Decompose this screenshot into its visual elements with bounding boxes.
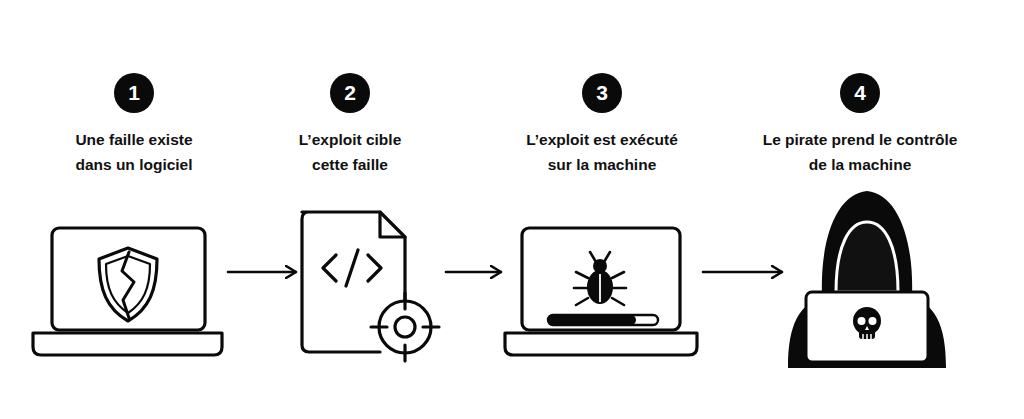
skull-jaw — [859, 326, 875, 339]
laptop-screen — [522, 228, 680, 330]
step-caption: Une faille existe dans un logiciel — [59, 127, 209, 177]
step-heading: 3L’exploit est exécuté sur la machine — [515, 73, 690, 177]
target-crosshair — [371, 293, 439, 361]
step-caption: Le pirate prend le contrôle de la machin… — [763, 127, 958, 177]
flow-arrow — [228, 271, 296, 274]
target-center — [395, 317, 415, 337]
bug-legs — [574, 252, 626, 305]
code-slash — [346, 250, 358, 286]
step-node: 2L’exploit cible cette faille — [300, 208, 442, 356]
step-node: 3L’exploit est exécuté sur la machine — [505, 225, 699, 359]
step-heading: 1Une faille existe dans un logiciel — [59, 73, 209, 177]
hacker-laptop — [806, 292, 928, 362]
laptop-base — [33, 333, 222, 355]
skull-nose — [865, 326, 869, 330]
step-node: 1Une faille existe dans un logiciel — [30, 225, 224, 359]
progress-track — [548, 315, 658, 325]
step-heading: 2L’exploit cible cette faille — [283, 73, 418, 177]
shield-inner — [106, 256, 150, 313]
shield-crack — [122, 252, 134, 318]
code-file-icon — [302, 212, 439, 361]
step-number: 1 — [114, 73, 154, 113]
flow-arrow — [446, 271, 501, 274]
step-number: 3 — [582, 73, 622, 113]
shield-outline — [99, 248, 157, 321]
step-caption: L’exploit est exécuté sur la machine — [515, 127, 690, 177]
skull-eye — [858, 317, 866, 325]
step-node: 4Le pirate prend le contrôle de la machi… — [786, 190, 948, 368]
code-bracket — [368, 255, 381, 281]
file-fold — [380, 212, 405, 237]
bug-body — [587, 270, 613, 304]
flow-arrow — [703, 271, 782, 274]
step-number: 2 — [330, 73, 370, 113]
code-bracket — [323, 255, 336, 281]
step-caption: L’exploit cible cette faille — [283, 127, 418, 177]
laptop-icon — [33, 228, 222, 355]
laptop-screen — [52, 228, 205, 330]
step-heading: 4 Le pirate prend le contrôle de la machi… — [763, 73, 958, 177]
hacker-face — [836, 222, 898, 292]
laptop-base — [505, 333, 697, 355]
hacker-icon — [788, 191, 946, 368]
infected-laptop-icon — [505, 228, 697, 355]
progress-fill — [548, 315, 636, 325]
skull-eye — [869, 317, 877, 325]
bug-wing-line — [599, 274, 601, 302]
skull-teeth — [863, 334, 871, 339]
hacker-hood — [788, 191, 946, 368]
step-number: 4 — [840, 73, 880, 113]
